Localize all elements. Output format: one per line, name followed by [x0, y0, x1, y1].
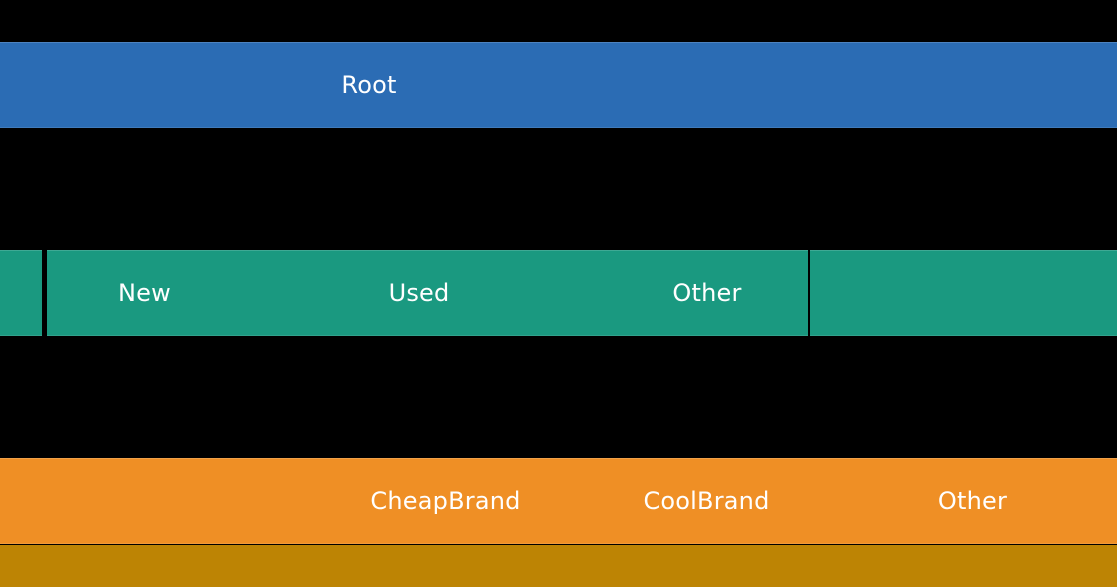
chart-segment[interactable]: [1075, 458, 1117, 544]
chart-segment[interactable]: New: [47, 250, 242, 336]
chart-level-root: Root: [0, 42, 1117, 128]
chart-segment[interactable]: [0, 458, 345, 544]
chart-segment-label: New: [118, 279, 171, 307]
chart-segment-label: Other: [672, 279, 742, 307]
chart-segment[interactable]: Other: [606, 250, 808, 336]
chart-segment-label: Used: [388, 279, 450, 307]
chart-segment[interactable]: [808, 458, 870, 544]
chart-segment[interactable]: [0, 42, 318, 128]
chart-segment-label: CheapBrand: [370, 487, 521, 515]
chart-level-brand: CheapBrand CoolBrand Other: [0, 458, 1117, 544]
chart-segment[interactable]: Other: [870, 458, 1075, 544]
chart-segment[interactable]: [242, 250, 317, 336]
chart-segment[interactable]: [0, 250, 42, 336]
chart-segment[interactable]: Root: [318, 42, 420, 128]
chart-segment-label: Other: [937, 487, 1008, 515]
chart-segment[interactable]: [521, 250, 606, 336]
chart-level-condition: New Used Other: [0, 250, 1117, 336]
chart-segment-label: Root: [341, 71, 397, 99]
chart-segment[interactable]: [0, 545, 1117, 587]
chart-segment[interactable]: [546, 458, 605, 544]
chart-segment[interactable]: CheapBrand: [345, 458, 546, 544]
chart-segment[interactable]: CoolBrand: [605, 458, 808, 544]
chart-level-leaf: [0, 545, 1117, 587]
chart-segment[interactable]: [420, 42, 521, 128]
chart-segment[interactable]: [521, 42, 1117, 128]
chart-segment[interactable]: [810, 250, 1117, 336]
chart-segment-label: CoolBrand: [643, 487, 770, 515]
chart-segment[interactable]: Used: [317, 250, 521, 336]
